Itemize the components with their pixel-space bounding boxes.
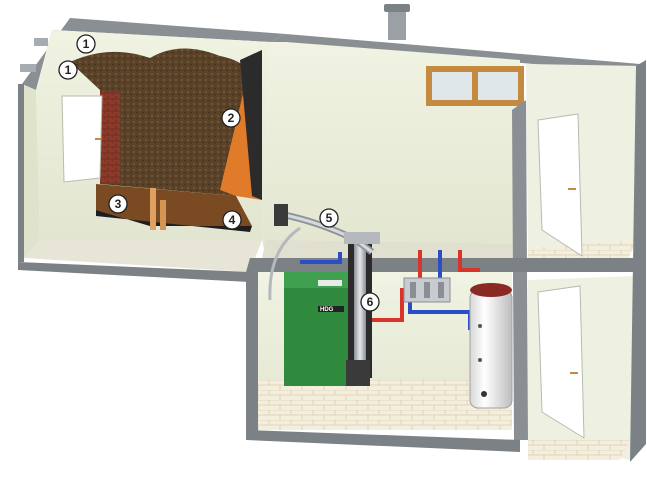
callout-4-label: 4	[229, 213, 236, 227]
pellet-boiler: HDG	[284, 272, 348, 386]
callout-3: 3	[108, 194, 128, 214]
callout-3-label: 3	[115, 197, 122, 211]
hot-water-tank	[469, 283, 513, 409]
callout-5: 5	[319, 208, 339, 228]
upper-room	[262, 34, 646, 462]
brick-pillar	[100, 92, 120, 184]
upper-right-door	[537, 113, 583, 257]
callout-6: 6	[360, 292, 380, 312]
heating-manifold	[403, 277, 451, 303]
callout-4: 4	[222, 210, 242, 230]
filling-nozzle	[34, 38, 48, 46]
suction-unit	[346, 238, 372, 386]
floor-slab	[246, 258, 640, 272]
callout-2-label: 2	[228, 111, 235, 125]
discharge-auger	[274, 204, 380, 255]
wooden-support	[150, 188, 156, 230]
window	[426, 66, 524, 106]
boiler-brand-label: HDG	[320, 307, 334, 313]
callout-5-label: 5	[326, 211, 333, 225]
callout-1a-label: 1	[83, 37, 90, 51]
sloped-ramp	[96, 184, 252, 226]
chimney	[384, 4, 410, 40]
callout-6-label: 6	[367, 295, 374, 309]
callout-1a: 1	[76, 34, 96, 54]
callout-1b: 1	[58, 60, 78, 80]
pellet-storage-room	[18, 18, 286, 282]
lower-right-door	[537, 285, 585, 439]
storage-room-door	[61, 95, 103, 183]
return-air-hose	[268, 226, 301, 301]
return-air-nozzle	[20, 64, 36, 72]
callout-2: 2	[221, 108, 241, 128]
callout-1b-label: 1	[65, 63, 72, 77]
